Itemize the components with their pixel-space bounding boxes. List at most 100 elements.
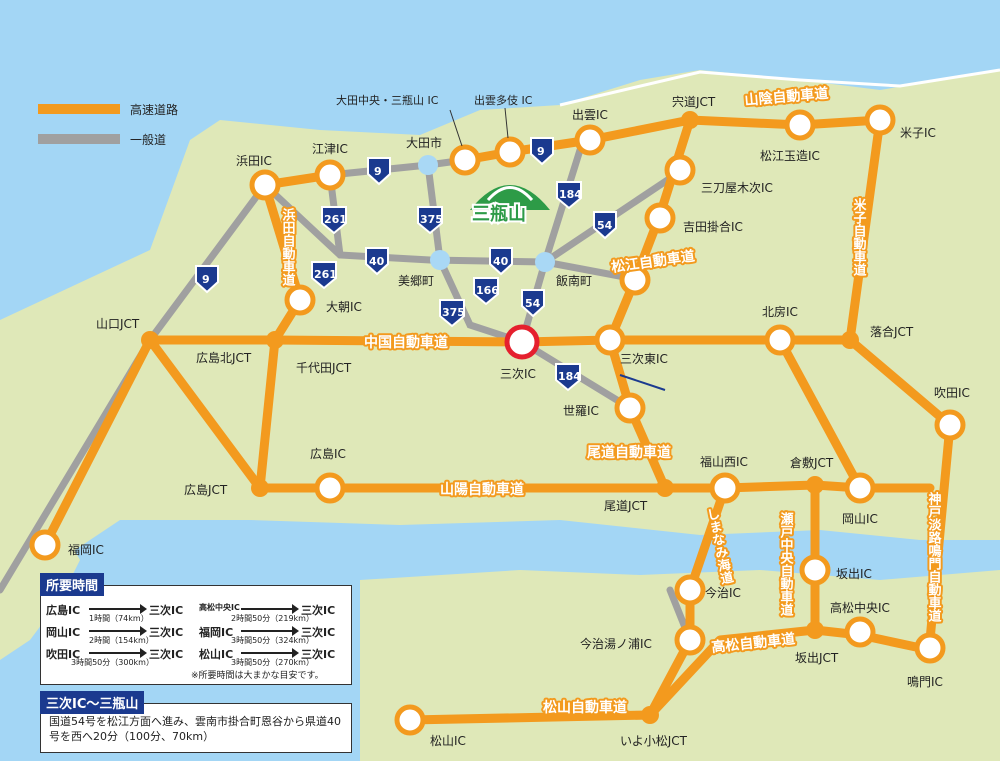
label-matsuyama-ic: 松山IC	[430, 734, 466, 748]
hw-kobe-awaji: 神戸淡路鳴門自動車道	[926, 491, 942, 623]
ic-hamada	[249, 169, 281, 201]
legend-swatch-expressway	[38, 104, 120, 114]
label-ochiai-jct: 落合JCT	[870, 324, 914, 339]
ic-fukita	[934, 409, 966, 441]
svg-text:261: 261	[314, 268, 337, 281]
route-shield-54b: 54	[521, 289, 545, 318]
hw-onomichi: 尾道自動車道	[587, 444, 671, 461]
route-shield-375a: 375	[417, 206, 443, 235]
travel-time-box: 所要時間 広島IC 1時間（74km） 三次IC 岡山IC 2時間（154km）…	[40, 573, 352, 685]
route-shield-261a: 261	[321, 206, 347, 235]
svg-text:54: 54	[525, 297, 541, 310]
svg-text:54: 54	[597, 219, 613, 232]
travel-to-4: 三次IC	[301, 626, 336, 639]
ic-takamatsu-chuo	[844, 616, 876, 648]
leader-lines	[449, 107, 666, 391]
travel-from-2: 吹田IC	[46, 648, 81, 661]
label-mitoya-ic: 三刀屋木次IC	[701, 181, 773, 195]
travel-sub-2: 3時間50分（300km）	[71, 658, 154, 667]
ic-izumo-tagi	[494, 136, 526, 168]
ic-sakaide	[799, 554, 831, 586]
ic-fukuyama-nishi	[709, 472, 741, 504]
directions-box: 三次IC〜三瓶山 国道54号を松江方面へ進み、雲南市掛合町恩谷から県道40号を西…	[40, 691, 352, 753]
travel-sub-0: 1時間（74km）	[89, 614, 149, 623]
label-hamada-ic: 浜田IC	[236, 154, 272, 168]
travel-arrow-1	[89, 626, 147, 636]
label-takamatsu-chuo-ic: 高松中央IC	[830, 600, 890, 615]
ic-miyoshi-highlight	[504, 324, 540, 360]
label-hiroshima-kita-jct: 広島北JCT	[196, 350, 252, 365]
ic-ohda-chuo	[449, 144, 481, 176]
travel-from-1: 岡山IC	[46, 626, 81, 639]
ic-fukuoka	[29, 529, 61, 561]
ic-matsue-mid	[619, 264, 651, 296]
label-yoshida-ic: 吉田掛合IC	[683, 219, 743, 234]
directions-title: 三次IC〜三瓶山	[40, 691, 145, 714]
label-fukuyama-nishi-ic: 福山西IC	[700, 454, 748, 469]
label-shinji-jct: 宍道JCT	[672, 94, 716, 109]
label-sakaide-jct: 坂出JCT	[795, 651, 839, 665]
mountain-label: 三瓶山	[472, 204, 526, 225]
label-ohda-city: 大田市	[406, 135, 442, 150]
label-sakaide-ic: 坂出IC	[836, 567, 872, 581]
place-labels: 浜田IC 江津IC 大田市 大田中央・三瓶山 IC 出雲多伎 IC 出雲IC 宍…	[68, 93, 970, 748]
travel-to-2: 三次IC	[149, 648, 184, 661]
jct-iyo-komatsu	[641, 706, 659, 724]
label-gotsu-ic: 江津IC	[312, 142, 348, 156]
svg-text:40: 40	[369, 255, 385, 268]
label-fukuoka-ic: 福岡IC	[68, 542, 104, 557]
hw-setochuo: 瀬戸中央自動車道	[778, 511, 794, 617]
jct-nodes	[141, 111, 859, 724]
route-shield-184b: 184	[555, 363, 581, 392]
hw-hamada: 浜田自動車道	[280, 207, 296, 287]
route-shield-9c: 9	[195, 265, 219, 294]
travel-from-5: 松山IC	[199, 648, 234, 661]
ic-yonago	[864, 104, 896, 136]
ic-imabari	[674, 574, 706, 606]
ic-miyoshi-higashi	[594, 324, 626, 356]
travel-arrow-0	[89, 604, 147, 614]
jct-hiroshima-kita	[266, 331, 284, 349]
town-nodes	[418, 155, 555, 272]
label-matsue-tamatsukuri-ic: 松江玉造IC	[760, 149, 820, 163]
route-shield-184a: 184	[556, 181, 582, 210]
label-fukita-ic: 吹田IC	[934, 386, 970, 400]
jct-onomichi	[656, 479, 674, 497]
ic-matsue-tamatsukuri	[784, 109, 816, 141]
ic-kitafusa	[764, 324, 796, 356]
ic-mitoya	[664, 154, 696, 186]
ic-naruto	[914, 632, 946, 664]
svg-text:375: 375	[442, 306, 465, 319]
label-miyoshi-higashi-ic: 三次東IC	[620, 352, 668, 366]
label-naruto-ic: 鳴門IC	[907, 675, 943, 689]
svg-text:261: 261	[324, 213, 347, 226]
town-node-ohda	[418, 155, 438, 175]
jct-kurashiki	[806, 476, 824, 494]
town-node-misato	[430, 250, 450, 270]
route-shield-40a: 40	[365, 247, 389, 276]
route-shield-9b: 9	[530, 137, 554, 166]
ic-nodes	[29, 104, 966, 736]
route-shield-54a: 54	[593, 211, 617, 240]
coast-line	[559, 68, 1000, 107]
travel-arrow-5	[241, 648, 299, 658]
travel-arrow-3	[241, 604, 299, 614]
travel-from-4: 福岡IC	[199, 626, 234, 639]
route-shield-40b: 40	[489, 247, 513, 276]
label-kitafusa-ic: 北房IC	[762, 304, 798, 319]
travel-note: ※所要時間は大まかな目安です。	[191, 671, 324, 681]
travel-sub-4: 3時間50分（324km）	[231, 636, 314, 645]
label-hiroshima-jct: 広島JCT	[184, 482, 228, 497]
label-imabari-yunoura-ic: 今治湯ノ浦IC	[580, 636, 652, 651]
ic-izumo	[574, 124, 606, 156]
label-iyo-komatsu-jct: いよ小松JCT	[620, 734, 688, 748]
travel-to-1: 三次IC	[149, 626, 184, 639]
label-chiyoda-jct: 千代田JCT	[296, 361, 352, 375]
travel-to-0: 三次IC	[149, 604, 184, 617]
jct-ochiai	[841, 331, 859, 349]
travel-sub-1: 2時間（154km）	[89, 636, 154, 645]
jct-shinji	[681, 111, 699, 129]
svg-text:184: 184	[558, 370, 581, 383]
svg-text:9: 9	[202, 273, 210, 286]
route-shield-261b: 261	[311, 261, 337, 290]
